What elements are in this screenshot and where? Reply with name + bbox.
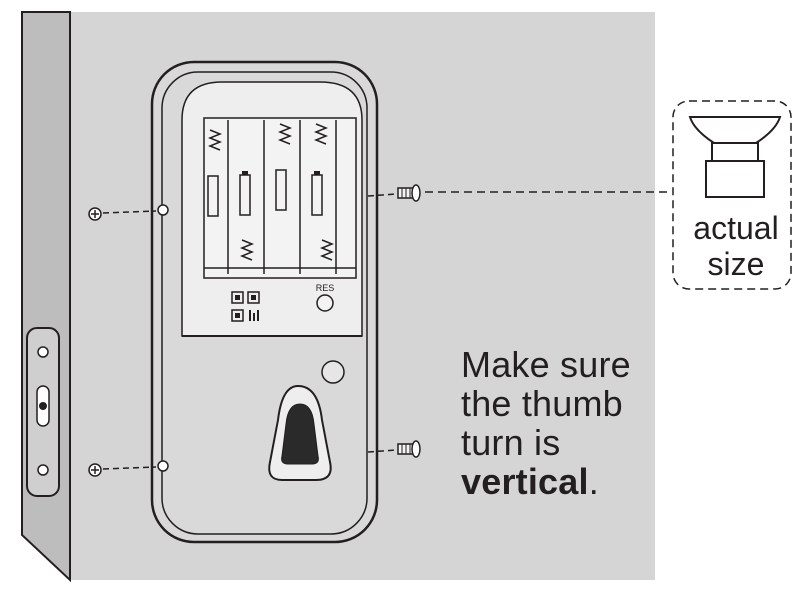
instruction-emphasis: vertical (461, 461, 589, 502)
qr-code-icon (231, 291, 260, 322)
reset-button-icon (316, 294, 334, 312)
reset-button-label: RES (315, 283, 335, 293)
actual-size-label: actual size (686, 210, 786, 282)
instruction-line3: turn is (461, 422, 561, 463)
instruction-text: Make sure the thumb turn is vertical. (461, 345, 631, 501)
instruction-end: . (588, 461, 599, 502)
latch-faceplate (26, 327, 60, 497)
thumb-turn-icon (268, 360, 345, 481)
screw-guide-lines (102, 191, 670, 470)
battery-compartment (203, 117, 357, 279)
screw-right-bottom-icon (397, 440, 421, 458)
screw-holes (157, 204, 169, 472)
screw-left-top-icon (88, 207, 102, 221)
actual-size-callout (672, 100, 792, 290)
instruction-line1: Make sure (461, 344, 631, 385)
actual-size-line2: size (707, 246, 765, 282)
instruction-line2: the thumb (461, 383, 623, 424)
screw-actual-size-icon (688, 116, 782, 198)
actual-size-line1: actual (693, 210, 779, 246)
screw-left-bottom-icon (88, 463, 102, 477)
screw-right-top-icon (397, 184, 421, 202)
